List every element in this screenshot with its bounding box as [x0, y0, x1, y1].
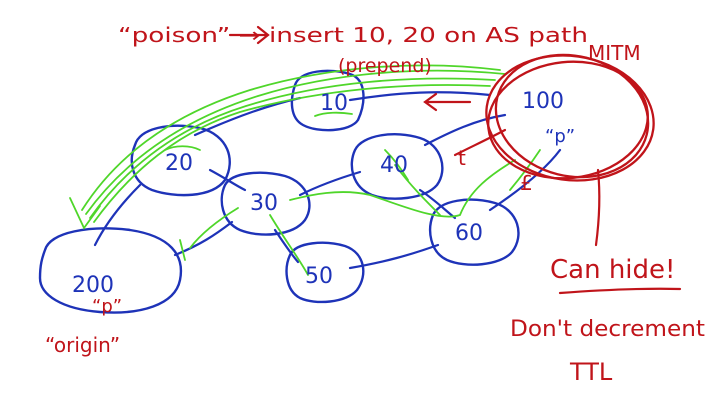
green-route-3 [89, 77, 496, 219]
green-underline-10 [314, 111, 353, 117]
as-blobs [38, 69, 520, 314]
ttl-label: TTL [569, 358, 613, 386]
as-20-outline [130, 124, 231, 197]
link-20-200 [93, 183, 142, 247]
mitm-tail [594, 168, 601, 247]
red-strokes [228, 25, 682, 295]
prepend-note: (prepend) [338, 55, 432, 77]
as-30-label: 30 [250, 191, 278, 216]
link-200-30 [173, 220, 234, 257]
as-40-label: 40 [380, 153, 408, 178]
arrow-mark-l: £ [520, 171, 533, 195]
as-100-prefix-label: “p” [545, 126, 575, 147]
as-100-label: 100 [522, 89, 564, 114]
green-arrowhead [69, 197, 101, 230]
as-20-label: 20 [165, 151, 193, 176]
as-50-label: 50 [305, 264, 333, 289]
link-50-60 [348, 243, 440, 270]
green-route-30-50 [269, 214, 309, 276]
green-route-60-30 [289, 159, 516, 218]
as-labels: 10 20 30 40 50 60 100 “p” 200 “p” [72, 89, 575, 317]
mitm-label: MITM [588, 41, 641, 65]
as-10-outline [290, 69, 365, 132]
as-30-outline [220, 171, 311, 236]
green-tick-200 [179, 239, 186, 261]
mitm-circle [485, 53, 655, 182]
green-poison-paths [69, 64, 541, 276]
arrow-mark-t: t [458, 146, 466, 170]
poison-note: “poison” → insert 10, 20 on AS path [118, 23, 588, 47]
dont-decrement-label: Don't decrement [510, 317, 705, 342]
as-200-outline [38, 227, 183, 314]
as-60-outline [429, 198, 520, 266]
as-10-label: 10 [320, 91, 348, 116]
arrow-to-10 [423, 92, 472, 112]
as-60-label: 60 [455, 221, 483, 246]
green-route-2 [85, 69, 506, 215]
green-route-40-60 [394, 164, 441, 216]
red-arrow-40-100 [453, 128, 507, 157]
green-mark-20 [164, 145, 201, 151]
poison-arrow [228, 25, 270, 45]
can-hide-underline [558, 287, 682, 295]
as-200-label: 200 [72, 273, 114, 298]
green-route-30-200 [189, 207, 239, 249]
origin-label: “origin” [45, 333, 120, 357]
as-200-prefix-label: “p” [92, 296, 122, 317]
link-30-50 [273, 228, 300, 264]
link-40-100 [423, 113, 507, 147]
link-10-100 [348, 91, 492, 102]
as-40-outline [350, 133, 444, 200]
as-50-outline [285, 241, 365, 304]
green-route-4 [93, 84, 491, 223]
red-annotations: “poison” → insert 10, 20 on AS path (pre… [45, 23, 705, 386]
green-mark-40 [384, 149, 409, 181]
can-hide-label: Can hide! [550, 255, 675, 285]
green-route-1 [81, 64, 501, 211]
